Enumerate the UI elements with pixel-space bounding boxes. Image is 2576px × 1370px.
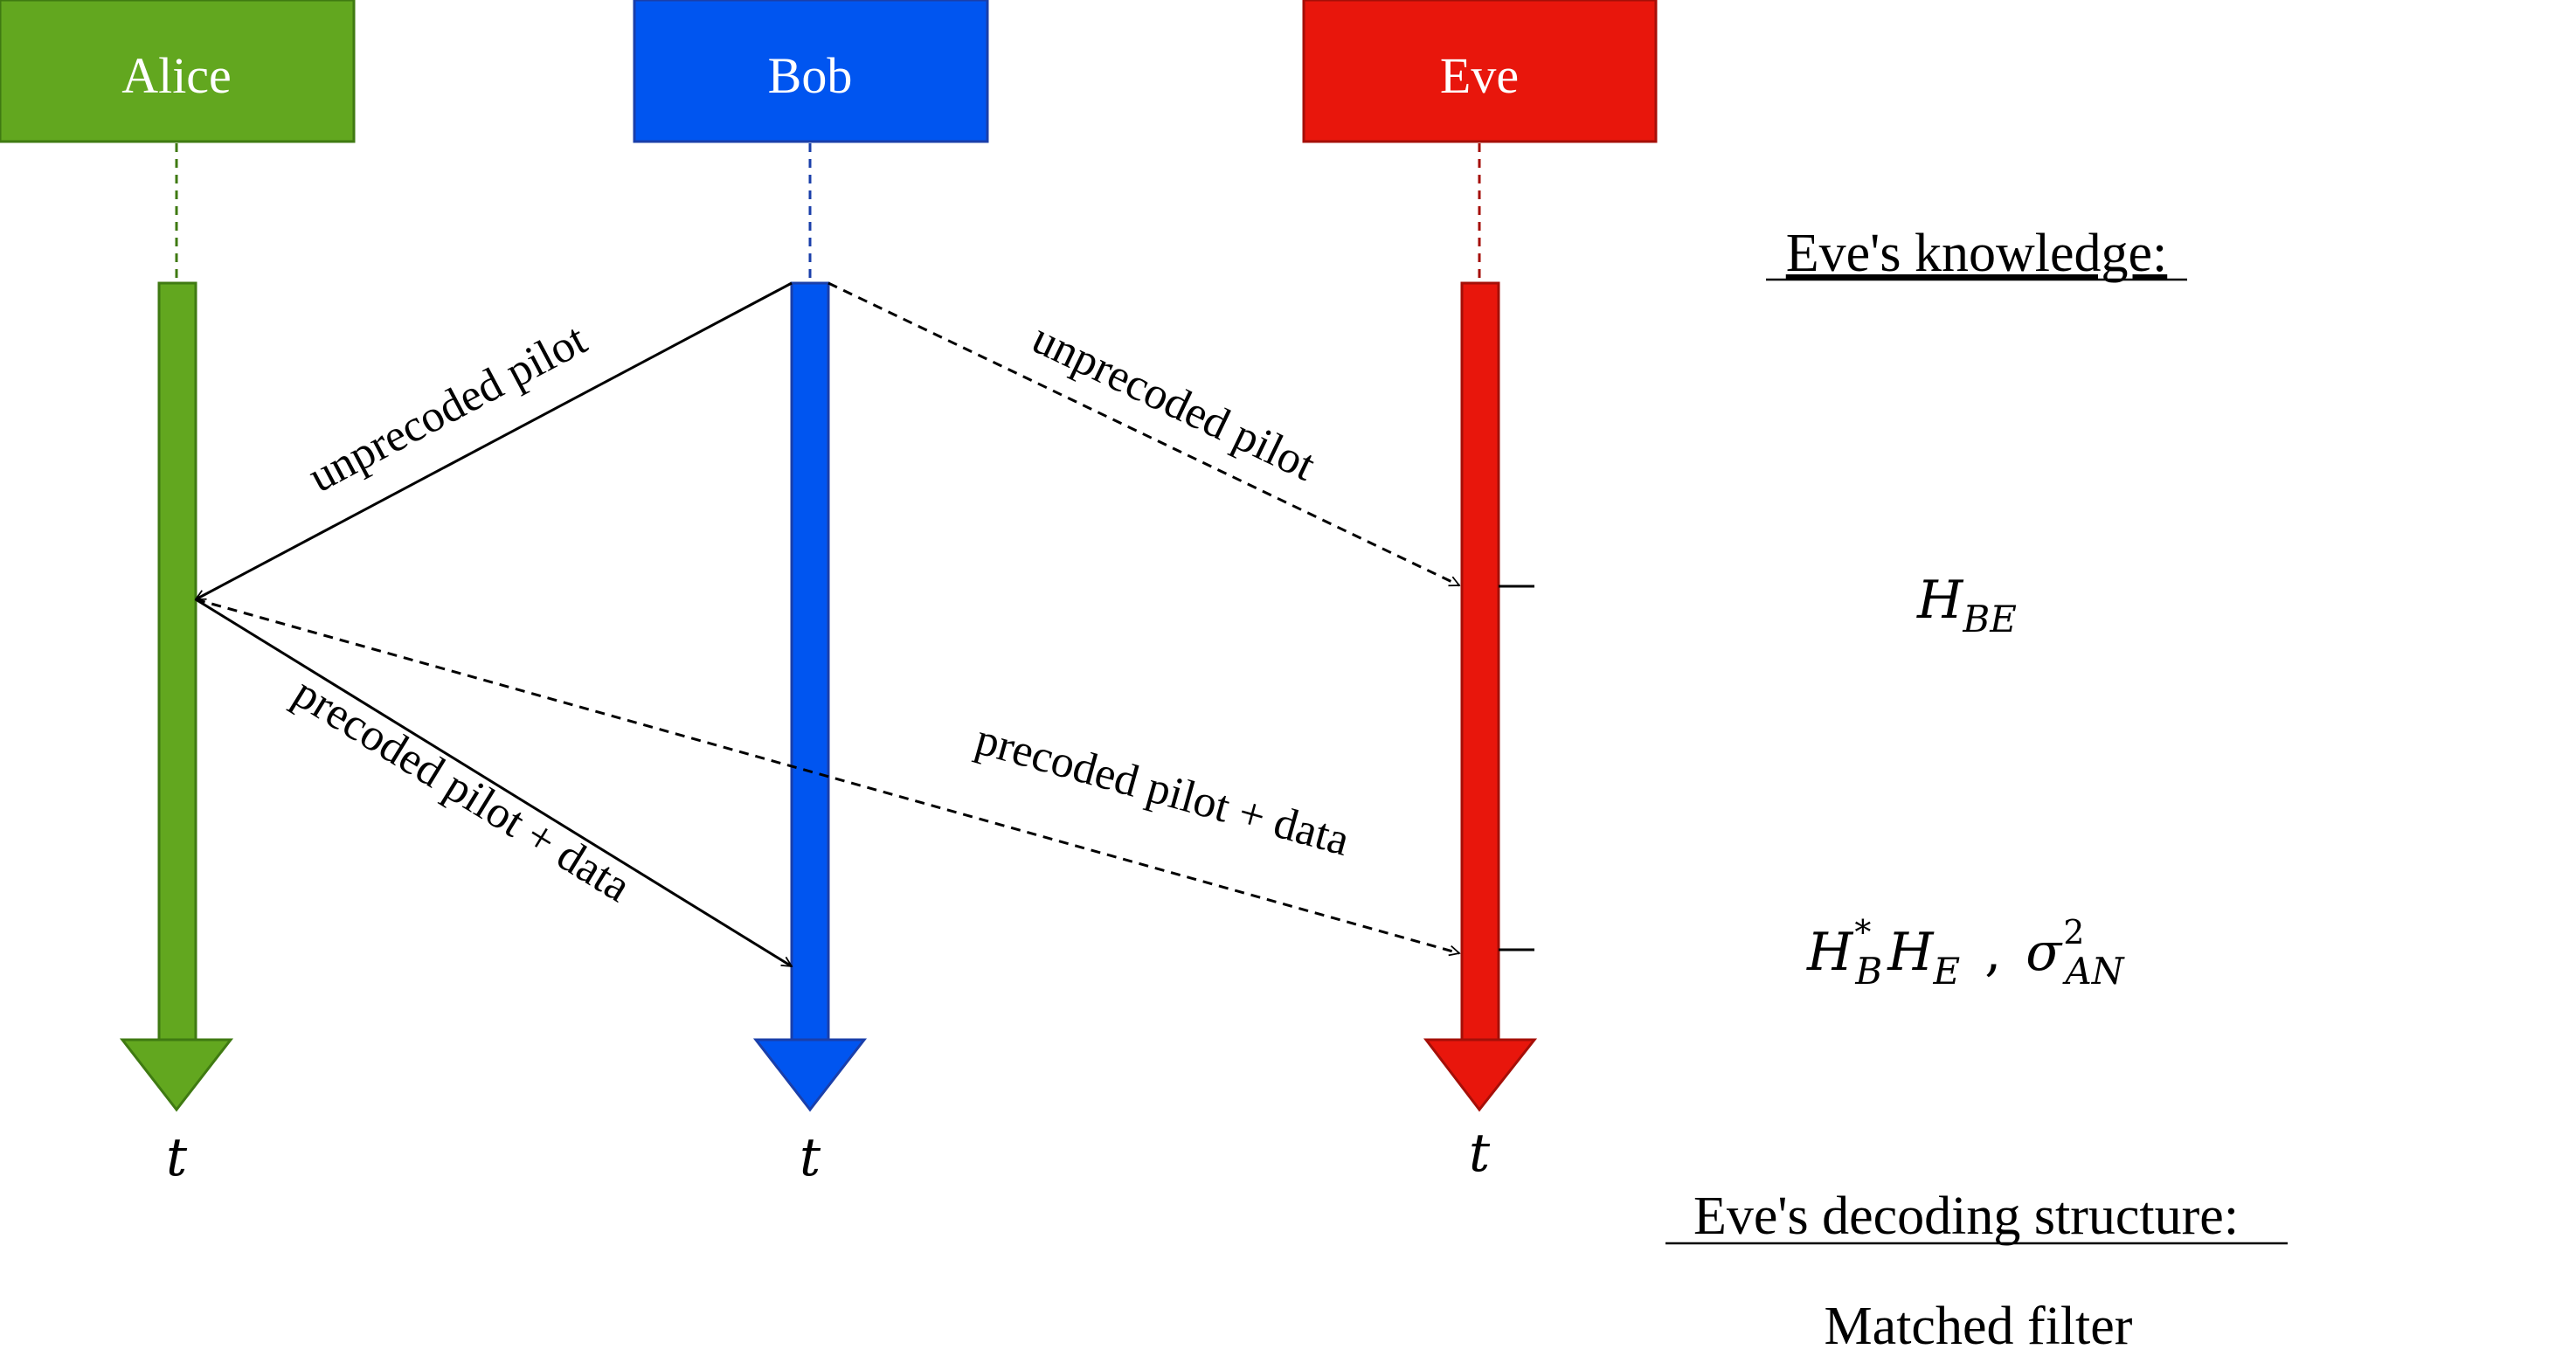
bob-timeline-bar — [790, 281, 830, 1041]
label-bob-to-eve: unprecoded pilot — [1025, 314, 1324, 491]
message-bob-to-eve: unprecoded pilot — [828, 281, 1459, 587]
knowledge-item-h-be: HBE — [1916, 570, 2017, 640]
message-alice-to-bob: precoded pilot + data — [195, 598, 792, 968]
bob-timeline-arrowhead — [752, 1038, 868, 1112]
alice-timeline-bar — [157, 281, 197, 1041]
actor-bob: Bob t — [633, 0, 989, 1188]
message-bob-to-alice: unprecoded pilot — [196, 281, 793, 601]
decoding-value: Matched filter — [1825, 1297, 2133, 1356]
bob-time-label: t — [800, 1127, 821, 1188]
eve-timeline-bar — [1460, 281, 1500, 1041]
arrow-bob-to-alice — [196, 281, 793, 601]
label-alice-to-eve: precoded pilot + data — [970, 714, 1354, 865]
actor-eve: Eve t — [1302, 0, 1658, 1184]
actor-bob-box — [633, 0, 989, 143]
label-bob-to-alice: unprecoded pilot — [301, 315, 595, 502]
knowledge-title: Eve's knowledge: — [1786, 224, 2167, 283]
actor-alice-label: Alice — [121, 47, 232, 104]
label-alice-to-bob: precoded pilot + data — [285, 668, 639, 912]
alice-timeline-arrowhead — [119, 1038, 234, 1112]
eve-time-label: t — [1469, 1123, 1491, 1184]
decoding-title: Eve's decoding structure: — [1693, 1187, 2239, 1246]
alice-time-label: t — [166, 1127, 188, 1188]
actor-alice: Alice t — [0, 0, 356, 1188]
actor-alice-box — [0, 0, 356, 143]
eve-timeline-arrowhead — [1423, 1038, 1538, 1112]
actor-bob-label: Bob — [768, 47, 853, 104]
arrow-alice-to-eve — [195, 598, 1459, 953]
actor-eve-label: Eve — [1440, 47, 1519, 104]
arrow-alice-to-bob — [195, 598, 792, 968]
actor-eve-box — [1302, 0, 1658, 143]
arrow-bob-to-eve — [828, 281, 1459, 587]
